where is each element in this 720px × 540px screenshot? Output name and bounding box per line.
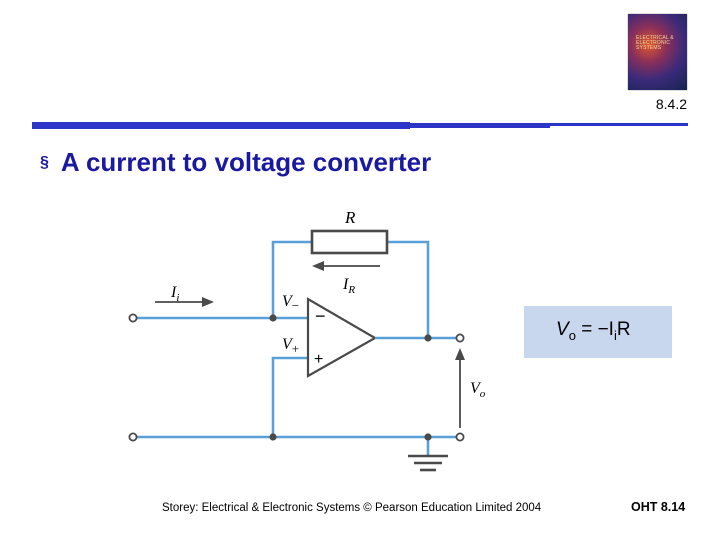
- cover-text: ELECTRICAL & ELECTRONIC SYSTEMS: [636, 35, 674, 51]
- input-wire: [137, 297, 308, 320]
- slide-title-text: A current to voltage converter: [60, 147, 432, 177]
- header-rule-mid: [410, 123, 550, 128]
- equation-rhs-sub: i: [613, 327, 617, 343]
- ground-icon: [408, 454, 448, 472]
- ir-arrow: [312, 261, 380, 271]
- label-vo: Vo: [470, 380, 486, 400]
- bullet-icon: §: [40, 154, 49, 171]
- junction-dots: [269, 314, 432, 441]
- opamp-minus-sign: −: [315, 306, 326, 326]
- opamp: [306, 297, 378, 378]
- vo-arrow: [455, 348, 465, 428]
- equation-box: Vo = −IiR: [524, 306, 672, 358]
- footer-credit: Storey: Electrical & Electronic Systems …: [162, 502, 542, 514]
- label-ii: Ii: [170, 284, 179, 304]
- equation-lhs-sub: o: [568, 327, 576, 343]
- equation-rhs-tail: R: [616, 319, 631, 340]
- plus-input-wire: [271, 356, 308, 437]
- section-number: 8.4.2: [655, 96, 687, 112]
- label-vplus: V+: [282, 336, 299, 356]
- terminals: [128, 313, 465, 442]
- book-cover-image: ELECTRICAL & ELECTRONIC SYSTEMS: [628, 14, 687, 90]
- label-ir: IR: [342, 276, 355, 296]
- equation-rhs: = −I: [575, 319, 614, 340]
- header-rule: [32, 122, 410, 129]
- equation: Vo = −IiR: [556, 319, 631, 343]
- feedback-path: [271, 229, 430, 338]
- header-rule-thin: [550, 123, 688, 126]
- opamp-plus-sign: +: [314, 351, 323, 368]
- equation-lhs: V: [556, 319, 569, 340]
- label-r: R: [344, 208, 356, 227]
- page-code: OHT 8.14: [631, 500, 686, 514]
- label-vminus: V−: [282, 293, 299, 313]
- slide-title: § A current to voltage converter: [40, 147, 431, 178]
- bottom-rail: [137, 435, 460, 456]
